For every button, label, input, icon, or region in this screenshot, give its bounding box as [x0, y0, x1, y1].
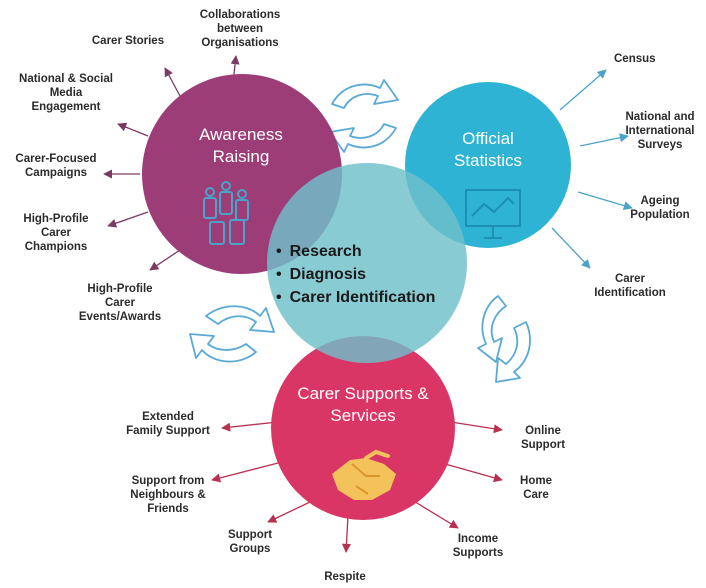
supports-circle — [271, 336, 455, 520]
cycle-arrow-left-lower — [189, 333, 257, 363]
awareness-connectors — [103, 55, 240, 271]
label-neighbours-friends: Support from Neighbours & Friends — [130, 475, 206, 515]
connector-income — [411, 499, 459, 529]
label-income-supports: Income Supports — [452, 533, 504, 559]
label-extended-family: Extended Family Support — [126, 411, 210, 437]
handshake-icon — [332, 449, 396, 500]
connector-carer-identification — [551, 227, 591, 269]
statistics-connectors — [551, 69, 633, 269]
center-item-carer-identification: Carer Identification — [276, 286, 472, 309]
awareness-title: Awareness Raising — [199, 125, 283, 166]
label-carer-identification: Carer Identification — [594, 273, 666, 299]
connector-neighbours — [211, 461, 283, 483]
label-campaigns: Carer-Focused Campaigns — [15, 153, 97, 179]
label-respite: Respite — [324, 571, 366, 583]
connector-carer-stories — [164, 67, 181, 97]
label-events-awards: High-Profile Carer Events/Awards — [78, 283, 162, 323]
connector-home-care — [437, 461, 503, 483]
label-home-care: Home Care — [520, 475, 552, 501]
cycle-arrow-top-upper — [331, 79, 399, 109]
label-census: Census — [614, 53, 656, 65]
supports-connectors — [211, 419, 503, 553]
label-collaborations: Collaborations between Organisations — [199, 9, 281, 49]
cycle-arrow-left-upper — [205, 305, 275, 333]
label-online-support: Online Support — [520, 425, 566, 451]
supports-title: Carer Supports & Services — [297, 384, 429, 425]
label-champions: High-Profile Carer Champions — [23, 213, 89, 253]
center-item-diagnosis: Diagnosis — [276, 263, 472, 286]
connector-support-groups — [267, 501, 311, 523]
connector-respite — [341, 515, 351, 553]
connector-census — [559, 69, 607, 111]
label-surveys: National and International Surveys — [625, 111, 695, 151]
connector-ageing — [577, 191, 633, 211]
center-bullet-list: Research Diagnosis Carer Identification — [276, 240, 472, 309]
statistics-title: Official Statistics — [453, 129, 523, 170]
connector-surveys — [579, 133, 629, 147]
label-support-groups: Support Groups — [227, 529, 273, 555]
label-media-engagement: National & Social Media Engagement — [19, 73, 113, 113]
label-carer-stories: Carer Stories — [91, 35, 165, 47]
center-item-research: Research — [276, 240, 472, 263]
connector-media — [117, 122, 149, 137]
connector-champions — [107, 211, 149, 228]
cycle-arrow-top-lower — [329, 123, 397, 153]
cycle-arrows — [189, 79, 531, 383]
connector-extended-family — [221, 421, 279, 432]
cycle-arrow-right-lower — [495, 321, 531, 383]
presentation-chart-icon — [465, 189, 521, 239]
label-ageing-population: Ageing Population — [630, 195, 690, 221]
crowd-icon — [203, 181, 249, 245]
cycle-arrow-right-upper — [477, 295, 507, 363]
connector-events — [149, 249, 181, 271]
